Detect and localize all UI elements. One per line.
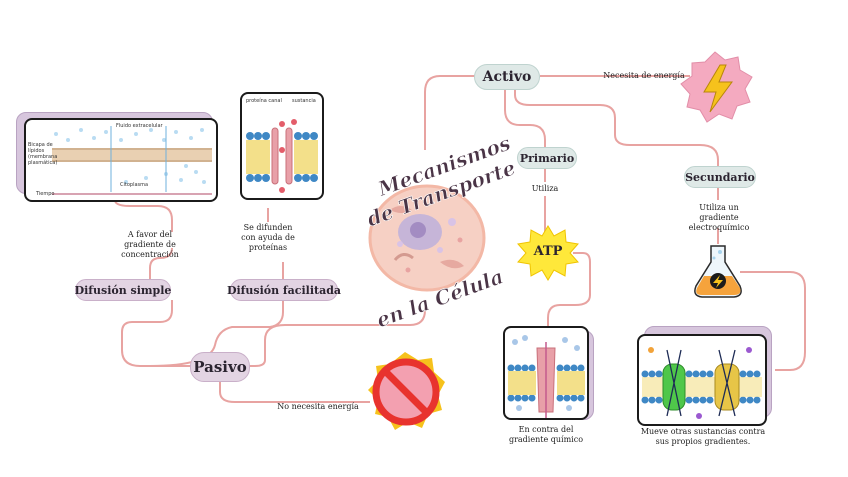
note-line: sus propios gradientes. xyxy=(655,437,751,446)
label-line: (membrana xyxy=(28,154,58,160)
note-line: Mueve otras sustancias contra xyxy=(640,427,766,436)
note-line: Se difunden xyxy=(243,223,293,232)
pump-diagram xyxy=(507,335,585,418)
note-a-favor: A favor del gradiente de concentración xyxy=(118,230,182,260)
note-line: electroquímico xyxy=(688,223,750,232)
membrane-diagram xyxy=(52,126,212,195)
panel-transporte-primario xyxy=(503,326,589,420)
panel-difusion-facilitada: proteína canal sustancia xyxy=(240,92,324,200)
note-line: A favor del xyxy=(127,230,173,239)
note-line: En contra del xyxy=(518,425,574,434)
flask-icon xyxy=(694,245,742,298)
node-difusion-facilitada: Difusión facilitada xyxy=(227,279,341,301)
node-secundario: Secundario xyxy=(684,166,756,188)
energy-burst-icon xyxy=(680,51,753,123)
note-line: concentración xyxy=(121,250,179,259)
node-primario: Primario xyxy=(517,147,577,169)
label-line: lípidos xyxy=(28,148,45,154)
cell-illustration xyxy=(368,184,486,292)
node-pasivo: Pasivo xyxy=(190,352,250,382)
panel-difusion-simple: Fluido extracelular Bicapa de lípidos (m… xyxy=(24,118,218,202)
label-citoplasma: Citoplasma xyxy=(120,182,149,188)
label-line: plasmática) xyxy=(28,160,58,166)
note-en-contra: En contra del gradiente químico xyxy=(502,425,590,445)
label-sustancia: sustancia xyxy=(292,98,316,104)
note-line: gradiente químico xyxy=(508,435,584,444)
note-se-difunden: Se difunden con ayuda de proteínas xyxy=(238,223,298,253)
channel-protein-diagram xyxy=(246,119,318,193)
note-mueve-otras: Mueve otras sustancias contra sus propio… xyxy=(640,427,766,447)
label-fluido: Fluido extracelular xyxy=(116,123,163,129)
note-no-necesita-energia: No necesita energía xyxy=(277,402,359,411)
note-utiliza: Utiliza xyxy=(531,184,559,193)
node-difusion-simple: Difusión simple xyxy=(75,279,171,301)
connector-lines xyxy=(114,75,806,403)
note-line: gradiente de xyxy=(124,240,176,249)
no-energy-ban-icon xyxy=(368,352,445,430)
note-necesita-energia: Necesita de energía xyxy=(603,71,685,80)
panel-transporte-secundario xyxy=(637,334,767,426)
label-bicapa: Bicapa de lípidos (membrana plasmática) xyxy=(28,142,57,166)
cotransporter-diagram xyxy=(641,347,762,419)
node-activo: Activo xyxy=(474,64,540,90)
node-atp: ATP xyxy=(533,244,563,259)
note-utiliza-gradiente: Utiliza un gradiente electroquímico xyxy=(680,203,758,233)
note-line: proteínas xyxy=(248,243,288,252)
atp-burst-icon xyxy=(517,225,579,281)
label-line: Bicapa de xyxy=(28,142,53,148)
note-line: con ayuda de xyxy=(241,233,295,242)
label-tiempo: Tiempo xyxy=(36,191,55,197)
note-line: Utiliza un gradiente xyxy=(699,203,739,222)
label-proteina-canal: proteína canal xyxy=(246,98,282,104)
